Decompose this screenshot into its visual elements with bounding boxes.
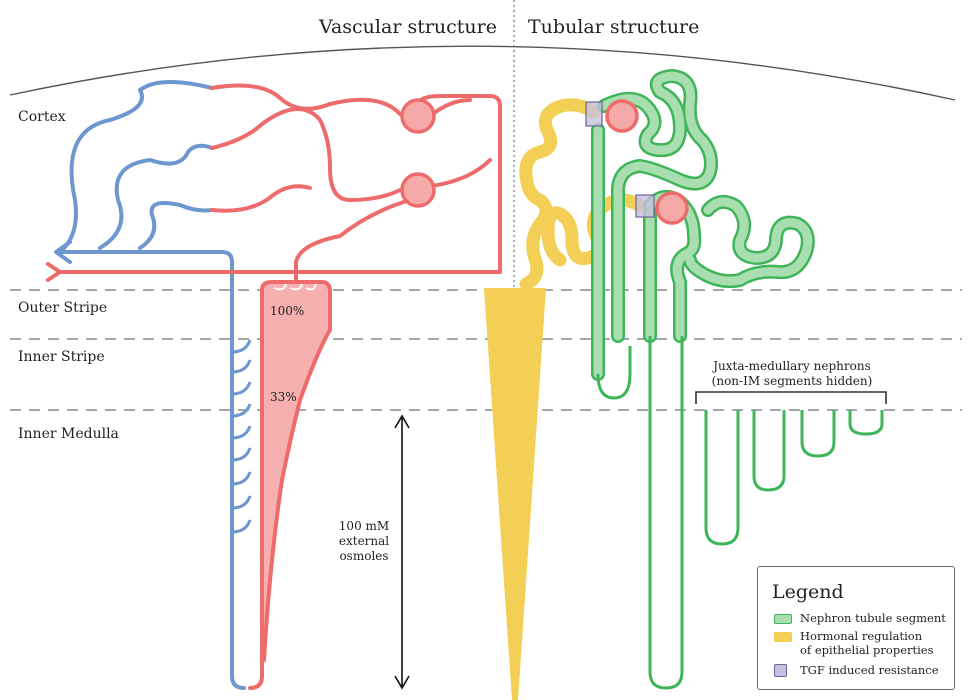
osmoles-line-1: 100 mM [339,519,389,533]
kidney-capsule-arc [10,46,955,100]
juxta-bracket [696,392,886,404]
zone-label-inner-medulla: Inner Medulla [18,426,119,442]
legend-item-tgf: TGF induced resistance [774,663,939,677]
legend-label-hormonal: Hormonal regulation of epithelial proper… [800,629,934,657]
capillary-loops [232,340,250,532]
zone-label-cortex: Cortex [18,109,66,125]
juxta-label-line-1: Juxta-medullary nephrons [711,359,870,373]
tubular-title: Tubular structure [528,16,699,38]
purple-swatch-icon [774,664,787,677]
osmoles-arrow [395,416,409,688]
legend-label-nephron: Nephron tubule segment [800,611,946,625]
juxta-label-line-2: (non-IM segments hidden) [712,374,873,388]
legend-box: Legend Nephron tubule segment Hormonal r… [757,566,955,690]
vasa-recta-fan [262,282,330,660]
artery-branch-3 [212,186,310,211]
osmoles-line-2: external [339,534,389,548]
vein-branch-1 [60,82,212,252]
tgf-resistance-1 [586,102,602,126]
bowman-capsule-1 [607,101,637,131]
zone-label-outer-stripe: Outer Stripe [18,300,107,316]
vein-main [60,252,244,688]
bowman-capsule-2 [657,193,687,223]
efferent-arteriole-2 [432,160,490,186]
green-swatch-icon [774,614,792,624]
glomerulus-2 [402,174,434,206]
efferent-arteriole-1 [430,100,470,116]
efferent-to-medulla [296,200,410,288]
legend-item-nephron: Nephron tubule segment [774,611,946,625]
legend-title: Legend [772,581,844,603]
glomerulus-1 [402,100,434,132]
tgf-resistance-2 [636,195,654,217]
vein-branch-2 [100,146,212,248]
vein-branch-3 [140,203,212,248]
artery-arrowhead-icon [48,264,60,280]
legend-label-tgf: TGF induced resistance [800,663,939,677]
collecting-duct-cone [484,288,546,700]
zone-label-inner-stripe: Inner Stripe [18,349,105,365]
legend-item-hormonal: Hormonal regulation of epithelial proper… [774,629,934,657]
vascular-title: Vascular structure [318,16,497,38]
percent-label-top: 100% [270,304,304,318]
percent-label-middle: 33% [270,390,297,404]
yellow-swatch-icon [774,632,792,642]
osmoles-line-3: osmoles [339,549,388,563]
